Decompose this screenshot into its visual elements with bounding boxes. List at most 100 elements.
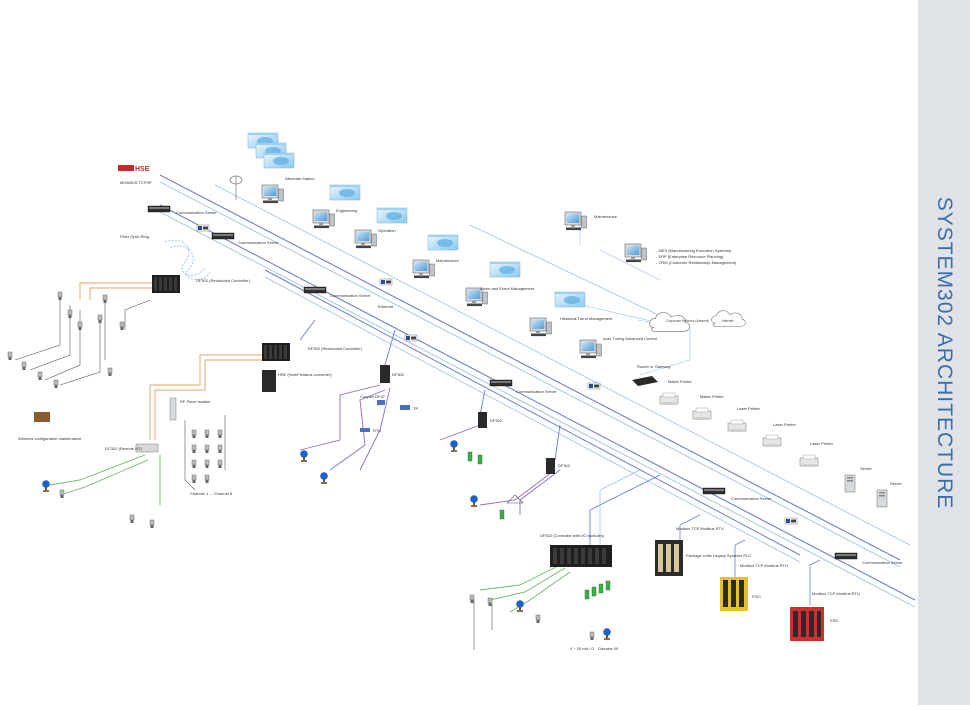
svg-text:DF302: DF302: [392, 372, 405, 377]
router: Router or Gateway: [632, 364, 671, 386]
df302-big: DF302 (Controller with I/O modules): [540, 533, 612, 567]
matrix-printer-2: Matrix Printer: [692, 394, 724, 421]
rf-piece-isolator: RF Piece Isolator: [169, 397, 211, 421]
svg-text:Internet: Internet: [722, 319, 734, 323]
workstation-operation: Operation: [354, 207, 408, 249]
svg-text:DF302 (Redundant Controller): DF302 (Redundant Controller): [196, 278, 250, 283]
popup-group-top: [247, 132, 295, 169]
svg-text:Modbus TCP Modbus RTU: Modbus TCP Modbus RTU: [740, 563, 788, 568]
coupler: Coupler DF47: [360, 394, 386, 405]
svg-text:- ERP (Enterprise Resource Pla: - ERP (Enterprise Resource Planning): [656, 254, 724, 259]
green-modules-bottom: [584, 580, 611, 600]
workstation-engineering: Engineering: [312, 184, 361, 229]
df302-small-2: DF302: [546, 458, 571, 474]
diagram-canvas: HSE MODBUS TCP/IP Alternate Station Engi…: [7, 132, 916, 651]
side-title: SYSTEM302 ARCHITECTURE: [933, 196, 956, 509]
svg-text:Historical Trend Management: Historical Trend Management: [560, 316, 613, 321]
svg-text:Maintenance: Maintenance: [594, 214, 618, 219]
svg-text:Communication Server: Communication Server: [238, 240, 279, 245]
fiber-optic-ring: [164, 239, 211, 280]
svg-text:MODBUS TCP/IP: MODBUS TCP/IP: [120, 180, 152, 185]
df302-redundant-2: DF302 (Redundant Controller): [262, 343, 362, 361]
corporate-network-cloud: Corporate Network (Intranet): [649, 312, 709, 332]
svg-text:DF302 (Controller with I/O mod: DF302 (Controller with I/O modules): [540, 533, 605, 538]
dc302-remote-io: DC302 (Remote I/O): [105, 443, 159, 453]
svg-text:Modbus TCP Modbus RTU: Modbus TCP Modbus RTU: [676, 526, 724, 531]
fiber-optic-label: Fiber Optic Ring: [120, 234, 149, 239]
svg-text:Communication Server: Communication Server: [516, 389, 557, 394]
workstation-alternate: Alternate Station: [261, 176, 315, 204]
svg-text:Auto Tuning Advanced Control: Auto Tuning Advanced Control: [603, 336, 657, 341]
laser-printer-1: Laser Printer: [727, 406, 761, 433]
svg-text:Modbus TCP Modbus RTU: Modbus TCP Modbus RTU: [812, 591, 860, 596]
svg-text:Corporate Network (Intranet): Corporate Network (Intranet): [666, 319, 709, 323]
matrix-printer-1: Matrix Printer: [659, 379, 692, 406]
green-modules-mid: [467, 451, 524, 520]
svg-text:- MES (Manufacturing Execution: - MES (Manufacturing Execution Systems): [656, 248, 732, 253]
purple-links: [299, 384, 561, 515]
svg-text:HSE: HSE: [135, 166, 150, 173]
workstation-mes: - MES (Manufacturing Execution Systems) …: [624, 243, 737, 265]
svg-text:HSE (Hart/Fieldbus converter): HSE (Hart/Fieldbus converter): [278, 372, 332, 377]
df302-redundant-1: DF302 (Redundant Controller): [152, 275, 250, 293]
field-wires-left: [14, 295, 226, 491]
bottom-left-devices: [59, 489, 155, 529]
svg-text:DF302: DF302: [558, 463, 571, 468]
left-field-devices: [7, 291, 125, 389]
svg-text:Channel 1 ... Channel 8: Channel 1 ... Channel 8: [190, 491, 233, 496]
svg-text:Laser Printer: Laser Printer: [773, 422, 797, 427]
workstation-alarm-event: Alarm and Event Management: [465, 261, 535, 307]
package-units-cabinet: Modbus TCP Modbus RTU Package Units Lega…: [655, 526, 751, 576]
svg-text:Alternate Station: Alternate Station: [285, 176, 315, 181]
svg-text:Maintenance: Maintenance: [436, 258, 460, 263]
svg-text:Communication Server: Communication Server: [862, 560, 903, 565]
svg-text:RTU: RTU: [373, 428, 381, 433]
svg-text:Alarm and Event Management: Alarm and Event Management: [480, 286, 535, 291]
comm-server-4: Communication Server: [489, 379, 557, 394]
orange-links: [79, 282, 270, 440]
laser-printer-3: Laser Printer: [799, 441, 834, 468]
svg-text:Laser Printer: Laser Printer: [737, 406, 761, 411]
bottom-field-devices: 4 ~ 20 mA / 0 Discrete I/0: [469, 594, 619, 651]
comm-server-2: Communication Server: [211, 232, 279, 245]
svg-text:Communication Server: Communication Server: [731, 496, 772, 501]
svg-text:DF302 (Redundant Controller): DF302 (Redundant Controller): [308, 346, 362, 351]
tp: TP: [400, 405, 418, 411]
channel-devices: Channel 1 ... Channel 8: [190, 429, 233, 496]
svg-text:ESD: ESD: [830, 618, 838, 623]
svg-text:Communication Server: Communication Server: [176, 210, 217, 215]
svg-text:Engineering: Engineering: [336, 208, 357, 213]
svg-text:- CRM (Customer Relationship M: - CRM (Customer Relationship Management): [656, 260, 737, 265]
svg-text:Server: Server: [890, 481, 902, 486]
svg-text:4 ~ 20 mA / 0: 4 ~ 20 mA / 0: [570, 646, 594, 651]
antenna-icon: [229, 175, 243, 200]
architecture-diagram: HSE MODBUS TCP/IP Alternate Station Engi…: [7, 132, 916, 651]
svg-text:FISC: FISC: [752, 594, 761, 599]
comm-server-3: Communication Server: [303, 286, 371, 298]
comm-server-1: Communication Server: [147, 205, 217, 215]
svg-text:RF Piece Isolator: RF Piece Isolator: [180, 399, 211, 404]
laser-printer-2: Laser Printer: [762, 422, 797, 448]
svg-text:Server: Server: [860, 466, 872, 471]
workstation-maintenance: Maintenance: [412, 234, 460, 279]
brand-logo: HSE MODBUS TCP/IP: [118, 165, 152, 185]
server-1: Server: [844, 466, 872, 493]
comm-server-5: Communication Server: [702, 487, 772, 501]
svg-text:Matrix Printer: Matrix Printer: [700, 394, 724, 399]
rtu: RTU: [360, 428, 381, 433]
svg-text:DC302 (Remote I/O): DC302 (Remote I/O): [105, 446, 142, 451]
svg-text:Communication Server: Communication Server: [330, 293, 371, 298]
workstation-maintenance-right: Maintenance: [564, 211, 618, 231]
workstation-historical-trend: Historical Trend Management: [529, 291, 613, 337]
server-2: Server: [876, 481, 902, 508]
side-title-bar: SYSTEM302 ARCHITECTURE: [918, 0, 970, 705]
comm-server-6: Communication Server: [834, 552, 903, 565]
svg-text:Matrix Printer: Matrix Printer: [668, 379, 692, 384]
svg-text:Router or Gateway: Router or Gateway: [637, 364, 671, 369]
workstation-auto-tuning: Auto Tuning Advanced Control: [579, 336, 657, 359]
valves-left: [42, 440, 611, 640]
svg-text:DF302: DF302: [490, 418, 503, 423]
svg-text:Coupler DF47: Coupler DF47: [360, 394, 386, 399]
internet-cloud: Internet: [711, 310, 746, 328]
ethernet-label: Ethernet: [378, 304, 394, 309]
